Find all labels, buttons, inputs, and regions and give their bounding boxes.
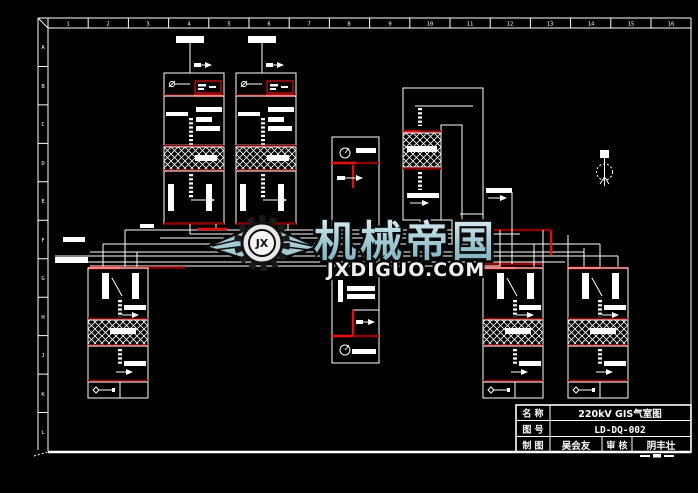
watermark-brand-text: 机械帝国 <box>314 217 498 266</box>
left-ruler: A B C D E F G H J K L <box>38 45 48 436</box>
title-number-label: 图 号 <box>522 425 543 436</box>
top-ruler-label: 16 <box>668 22 675 28</box>
left-ruler-label: F <box>41 238 44 244</box>
top-bay-1 <box>164 36 224 234</box>
top-ruler: 1 2 3 4 5 6 7 8 9 10 11 12 13 14 15 16 <box>47 18 675 28</box>
left-ruler-label: D <box>41 161 44 167</box>
left-ruler-label: K <box>41 392 45 398</box>
top-ruler-label: 8 <box>347 22 350 28</box>
left-ruler-label: E <box>41 199 44 205</box>
bottom-bay-left <box>88 268 148 398</box>
left-ruler-label: J <box>41 353 44 359</box>
top-ruler-label: 13 <box>547 22 554 28</box>
top-ruler-label: 1 <box>66 22 69 28</box>
watermark-monogram: JX <box>255 237 269 250</box>
top-ruler-label: 2 <box>106 22 109 28</box>
watermark: JX 机械帝国 JXDIGUO.COM <box>202 215 498 283</box>
left-ruler-label: C <box>41 122 44 128</box>
top-ruler-label: 11 <box>467 22 474 28</box>
top-ruler-label: 4 <box>187 22 191 28</box>
top-ruler-label: 12 <box>507 22 514 28</box>
schematic <box>55 36 628 398</box>
title-number-value: LD-DQ-002 <box>594 425 645 436</box>
title-drawn-label: 制 图 <box>522 440 543 452</box>
top-ruler-label: 14 <box>588 22 595 28</box>
top-ruler-label: 3 <box>146 22 149 28</box>
bottom-bay-right-2 <box>568 268 628 398</box>
top-bay-2 <box>236 36 296 234</box>
fold-mark <box>640 454 674 458</box>
top-ruler-label: 6 <box>267 22 270 28</box>
title-name-label: 名 称 <box>522 408 543 420</box>
gis-tall-module <box>402 87 512 221</box>
watermark-site-text: JXDIGUO.COM <box>325 259 486 281</box>
title-review-label: 审 核 <box>606 440 627 452</box>
top-ruler-label: 15 <box>628 22 635 28</box>
arrester-symbol <box>596 150 613 186</box>
left-ruler-label: H <box>41 315 44 321</box>
top-ruler-label: 7 <box>307 22 310 28</box>
top-ruler-label: 5 <box>227 22 230 28</box>
left-ruler-label: G <box>41 276 44 282</box>
bottom-bay-right-1 <box>483 268 543 398</box>
title-review-value: 阴丰壮 <box>647 440 676 452</box>
watermark-logo: JX <box>202 215 322 271</box>
left-ruler-label: B <box>41 84 45 90</box>
title-block: 名 称 220kV GIS气室图 图 号 LD-DQ-002 制 图 吴会友 审… <box>515 404 692 453</box>
left-ruler-label: L <box>41 430 45 436</box>
top-ruler-label: 9 <box>388 22 391 28</box>
top-ruler-label: 10 <box>427 22 434 28</box>
title-name-value: 220kV GIS气室图 <box>578 408 661 420</box>
center-bay <box>331 136 380 364</box>
title-drawn-value: 吴会友 <box>562 440 591 452</box>
left-ruler-label: A <box>41 45 45 51</box>
